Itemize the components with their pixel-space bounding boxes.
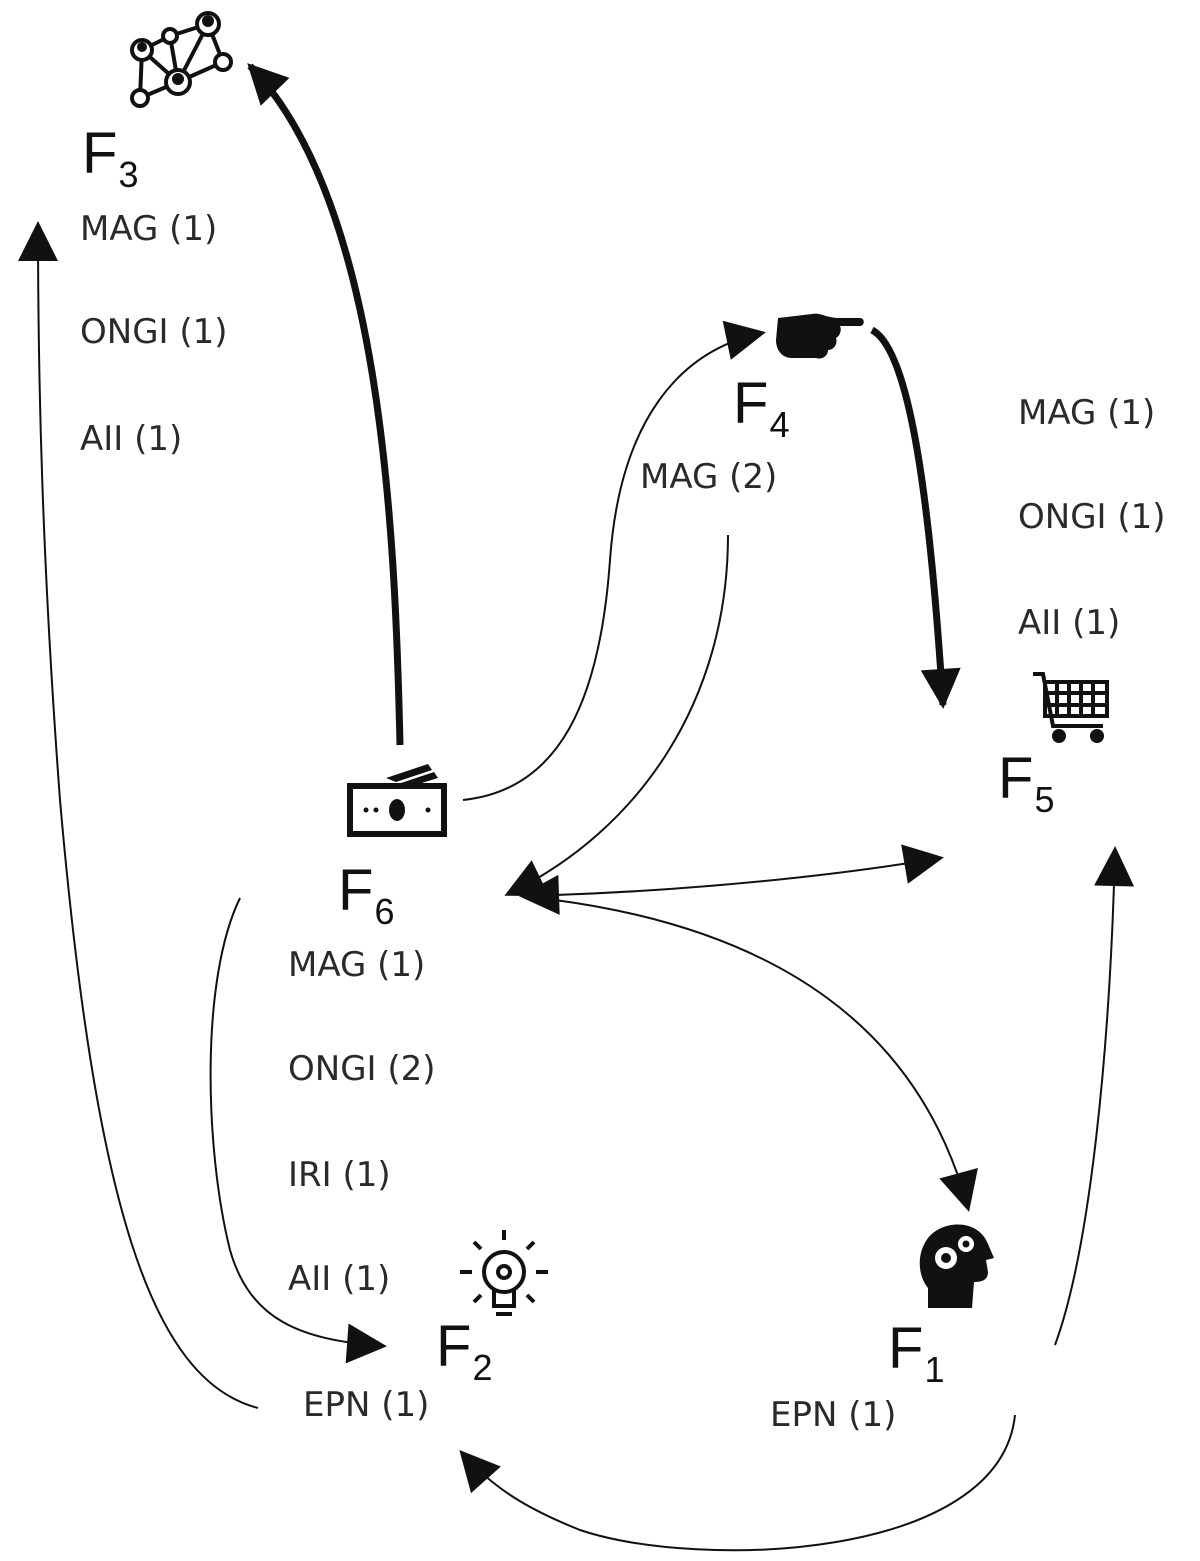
edge-f6-to-f2 [209, 897, 387, 1364]
pointing-hand-icon [776, 313, 864, 359]
edge-f6-to-f4 [462, 320, 766, 801]
f5-tag-3: AII (1) [1018, 603, 1121, 643]
f5-tag-2: ONGI (1) [1018, 497, 1166, 537]
f6-tag-1: MAG (1) [288, 945, 426, 985]
edge-f1-to-f5 [1054, 846, 1135, 1346]
edge-f6-to-f1 [554, 899, 978, 1212]
network-people-icon [130, 11, 233, 108]
f1-tag-1: EPN (1) [770, 1395, 897, 1435]
edge-f4-to-f5 [870, 326, 961, 709]
f3-tag-1: MAG (1) [80, 209, 218, 249]
node-f2-label: F2 [436, 1314, 493, 1388]
f5-tag-1: MAG (1) [1018, 393, 1156, 433]
lightbulb-icon [460, 1230, 548, 1316]
f6-tag-3: IRI (1) [288, 1155, 391, 1195]
f6-tag-4: AII (1) [288, 1259, 391, 1299]
node-f4-label: F4 [733, 371, 790, 445]
head-gears-icon [919, 1224, 994, 1308]
edge-f1-to-f2 [459, 1414, 1016, 1552]
f3-tag-2: ONGI (1) [80, 312, 228, 352]
edge-f6-f5-bidirectional [519, 844, 944, 915]
f6-tag-2: ONGI (2) [288, 1049, 436, 1089]
edge-f4-to-f6 [504, 534, 729, 897]
f2-tag-1: EPN (1) [303, 1385, 430, 1425]
node-f5-label: F5 [998, 746, 1055, 820]
f3-tag-3: AII (1) [80, 419, 183, 459]
shopping-cart-icon [1033, 672, 1109, 743]
node-f3-label: F3 [82, 121, 139, 195]
node-f1-label: F1 [888, 1316, 945, 1390]
f4-tag-1: MAG (2) [640, 457, 778, 497]
money-icon [347, 764, 447, 837]
node-f6-label: F6 [338, 858, 395, 932]
edge-f6-to-f3 [247, 63, 404, 746]
edge-f2-to-f3 [18, 221, 259, 1409]
